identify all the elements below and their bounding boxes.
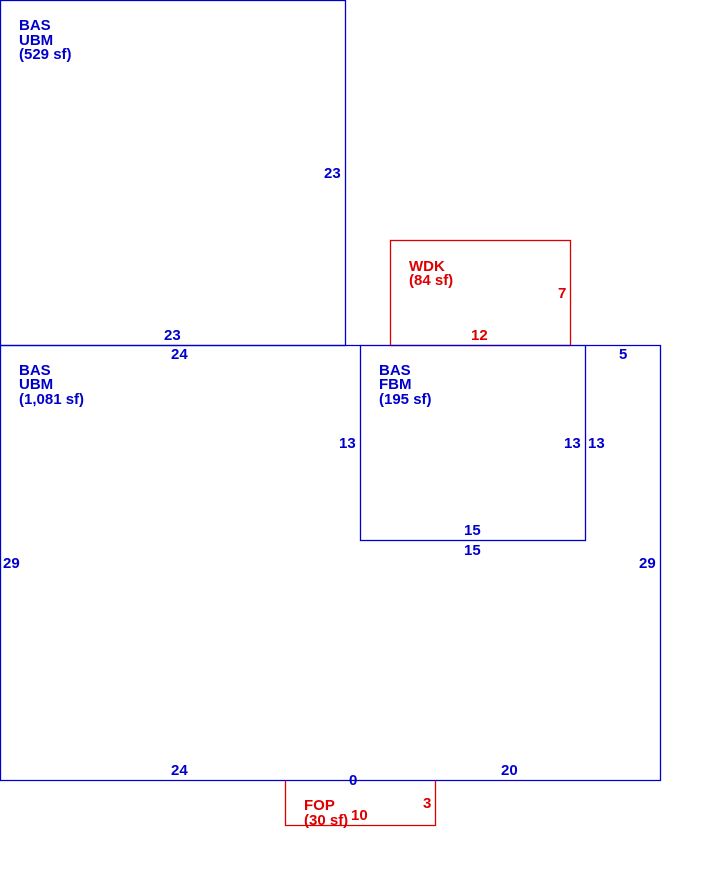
fbm-bas-area: (195 sf) — [379, 391, 432, 408]
dim-fbm-outer-right: 13 — [588, 435, 605, 452]
wdk-code: WDK — [409, 258, 445, 275]
main-bas-section: BAS UBM (1,081 sf) 24 5 29 29 24 20 0 13… — [0, 344, 662, 789]
wdk-section: WDK (84 sf) 7 12 — [389, 239, 572, 347]
upper-bas-type: UBM — [19, 32, 53, 49]
fbm-bas-outline — [359, 344, 587, 542]
fop-section: FOP (30 sf) 3 10 — [284, 780, 437, 829]
fbm-bas-section: BAS FBM (195 sf) 13 13 15 — [339, 344, 587, 542]
wdk-area: (84 sf) — [409, 272, 453, 289]
dim-main-bottom-left: 24 — [171, 762, 188, 779]
fbm-bas-code: BAS — [379, 362, 411, 379]
dim-upper-right: 23 — [324, 165, 341, 182]
main-bas-code: BAS — [19, 362, 51, 379]
dim-fop-right: 3 — [423, 795, 431, 812]
dim-fbm-left: 13 — [339, 435, 356, 452]
dim-fbm-bottom-inner: 15 — [464, 522, 481, 539]
dim-main-bottom-right: 20 — [501, 762, 518, 779]
dim-main-top-right: 5 — [619, 346, 627, 363]
main-bas-type: UBM — [19, 376, 53, 393]
dim-wdk-bottom: 12 — [471, 327, 488, 344]
dim-main-left: 29 — [3, 555, 20, 572]
main-bas-area: (1,081 sf) — [19, 391, 84, 408]
upper-bas-section: BAS UBM (529 sf) 23 23 — [0, 0, 347, 347]
main-bas-outline — [0, 344, 662, 782]
upper-bas-area: (529 sf) — [19, 46, 72, 63]
fop-outline — [284, 780, 437, 827]
dim-main-right: 29 — [639, 555, 656, 572]
upper-bas-code: BAS — [19, 17, 51, 34]
dim-fbm-right: 13 — [564, 435, 581, 452]
fbm-bas-type: FBM — [379, 376, 412, 393]
dim-main-bottom-mid: 0 — [349, 772, 357, 789]
fop-area: (30 sf) — [304, 812, 348, 829]
dim-fop-bottom: 10 — [351, 807, 368, 824]
dim-fbm-bottom-outer: 15 — [464, 542, 481, 559]
fop-code: FOP — [304, 797, 335, 814]
dim-upper-bottom: 23 — [164, 327, 181, 344]
dim-main-top: 24 — [171, 346, 188, 363]
dim-wdk-right: 7 — [558, 285, 566, 302]
